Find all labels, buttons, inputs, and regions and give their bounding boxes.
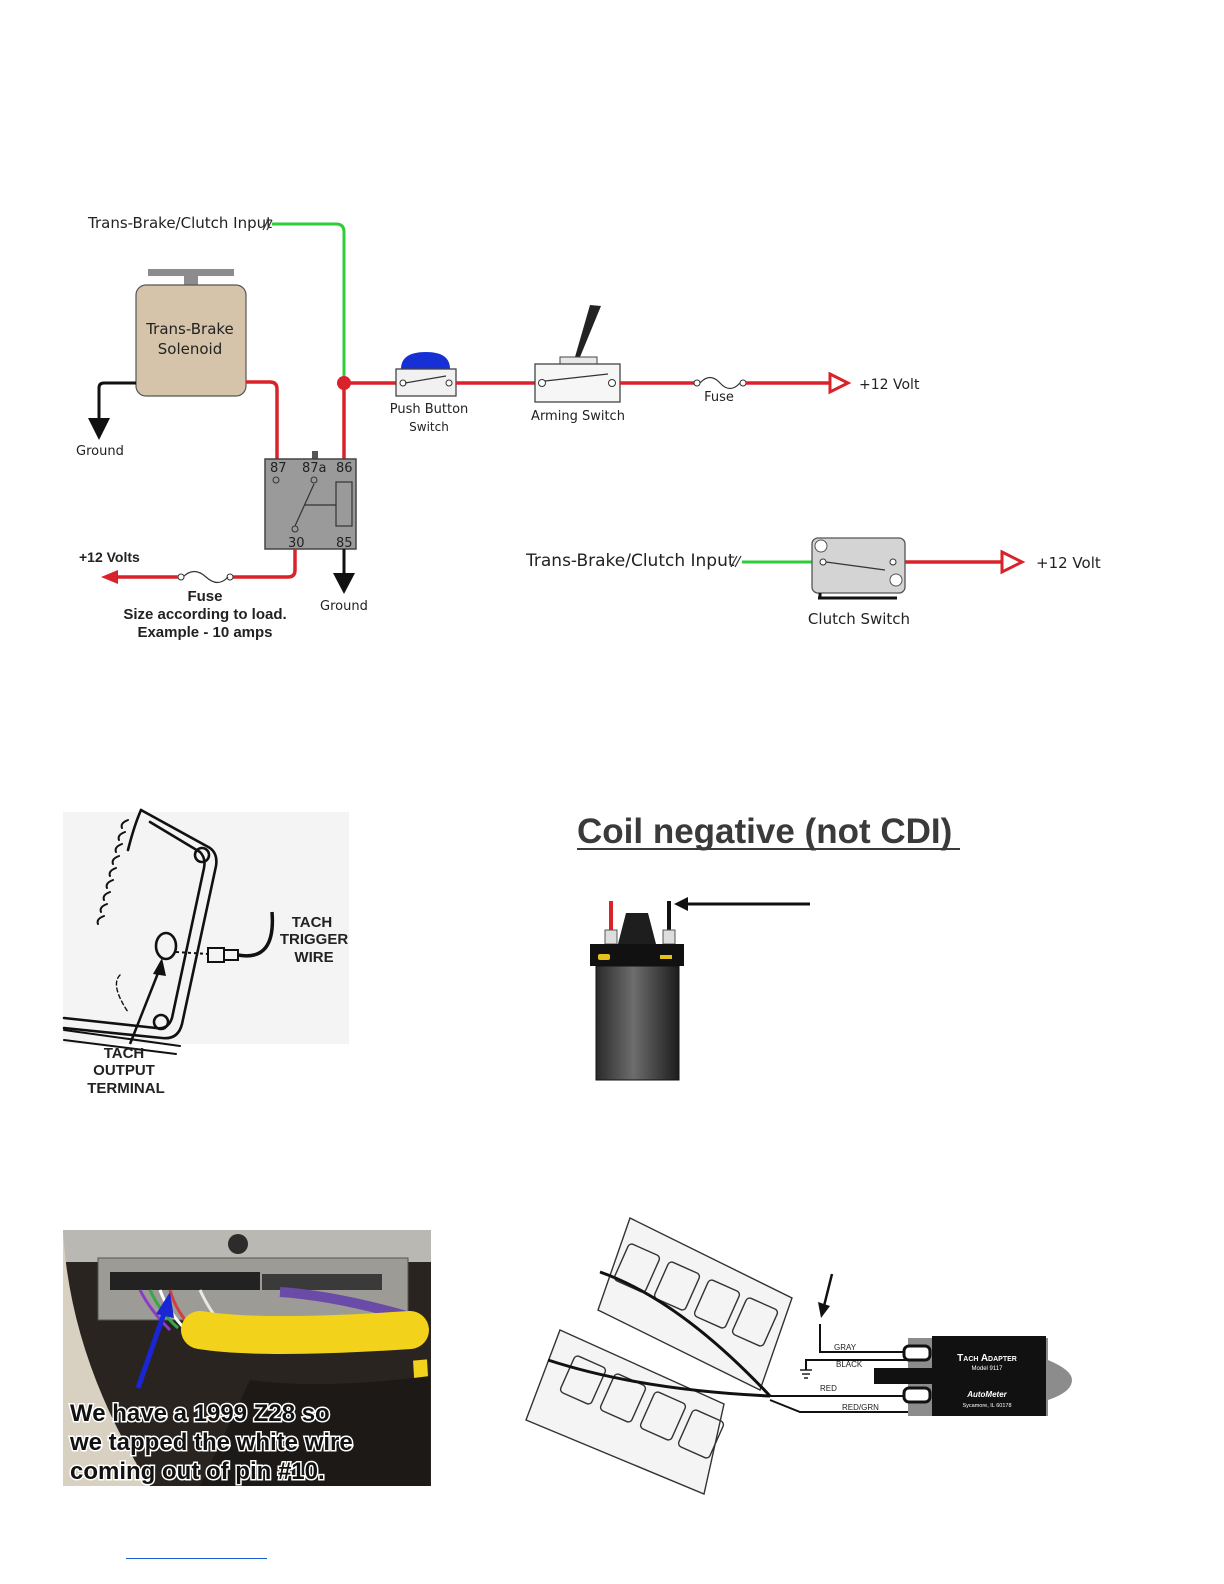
clutch-volt-label: +12 Volt [1036, 554, 1101, 572]
relay-30-wire [232, 549, 297, 579]
volts-left-label: +12 Volts [79, 549, 140, 565]
relay-pin-87a: 87a [302, 461, 327, 476]
tach-adapter-box: Tach Adapter Model 9117 AutoMeter Sycamo… [874, 1336, 1072, 1416]
wire-label-redgrn: RED/GRN [842, 1403, 879, 1412]
coil-title: Coil negative (not CDI) [577, 812, 952, 851]
tach-wire-black [805, 1359, 920, 1370]
wire-label-black: BLACK [836, 1360, 863, 1369]
ecm-tach-sketch: TACH TRIGGER WIRE TACH OUTPUT TERMINAL [62, 808, 349, 1097]
ground-symbol-icon [800, 1369, 812, 1379]
relay-pin-85: 85 [336, 536, 353, 551]
fuse-top-label: Fuse [704, 390, 734, 405]
push-button-label-line2: Switch [409, 420, 449, 434]
wire-label-gray: GRAY [834, 1343, 857, 1352]
engine-coil-packs [525, 1217, 793, 1495]
relay-ground-arrow-icon [333, 573, 355, 594]
wire-label-red: RED [820, 1384, 837, 1393]
terminal-label-line3: TERMINAL [87, 1080, 165, 1097]
terminal-label-line1: TACH [104, 1045, 145, 1062]
photo-caption-line2: we tapped the white wire [69, 1429, 353, 1456]
relay-ground-label: Ground [320, 599, 368, 614]
footer-link-underline[interactable] [126, 1558, 267, 1559]
volt-top-label: +12 Volt [859, 377, 920, 393]
relay-pin-86: 86 [336, 461, 353, 476]
fuse-bottom-icon [177, 570, 234, 584]
adapter-address: Sycamore, IL 60178 [962, 1403, 1011, 1409]
solenoid-label-line2: Solenoid [158, 340, 222, 358]
ignition-coil [590, 901, 684, 1081]
arming-switch: Arming Switch [531, 305, 625, 424]
relay-pin-30: 30 [288, 536, 305, 551]
clutch-power-arrow-icon [1000, 549, 1026, 575]
ground-left-label: Ground [76, 444, 124, 459]
tach-trigger-connector [175, 911, 275, 963]
relay: 87 87a 86 30 85 [264, 451, 357, 551]
solenoid-label-line1: Trans-Brake [145, 320, 234, 338]
tach-wire-redgrn [769, 1399, 910, 1413]
clutch-break-mark [730, 555, 742, 568]
push-button-switch: Push Button Switch [390, 352, 469, 434]
arming-switch-label: Arming Switch [531, 409, 625, 424]
photo-arrow [135, 1307, 169, 1389]
solenoid-to-relay-wire [246, 380, 279, 460]
fuse-bottom-label: Fuse [187, 588, 222, 605]
terminal-label-line2: OUTPUT [93, 1062, 155, 1079]
yellow-wire-loom [181, 1311, 429, 1354]
tach-adapter-diagram: GRAY BLACK RED RED/GRN Tach Adapter Mode… [525, 1217, 1072, 1495]
fuse-top-icon [693, 376, 747, 390]
solenoid-ground-wire [97, 381, 136, 420]
ecm-wiring-photo: We have a 1999 Z28 so we tapped the whit… [63, 1230, 431, 1486]
photo-caption-line3: coming out of pin #10. [70, 1458, 325, 1485]
ground-arrow-icon [88, 418, 110, 440]
terminal-pointer-arrowhead-icon [153, 958, 166, 976]
push-button-label-line1: Push Button [390, 402, 469, 417]
photo-arrowhead-icon [156, 1292, 174, 1318]
power-arrow-left-icon [101, 570, 118, 584]
trigger-wire [272, 222, 346, 383]
coil-negative-diagram: Coil negative (not CDI) [577, 812, 960, 1081]
fuse-size-text: Size according to load. [123, 606, 286, 623]
adapter-maker: AutoMeter [966, 1390, 1007, 1399]
tach-pointer [822, 1273, 834, 1307]
tach-wire-gray [819, 1324, 920, 1353]
fuse-example-text: Example - 10 amps [137, 624, 272, 641]
transbrake-solenoid: Trans-Brake Solenoid [135, 269, 247, 397]
coil-pointer-arrowhead-icon [674, 897, 688, 911]
photo-caption-line1: We have a 1999 Z28 so [70, 1400, 330, 1427]
power-arrow-right-icon [828, 371, 852, 395]
clutch-switch: Clutch Switch [808, 537, 910, 628]
adapter-model: Model 9117 [972, 1366, 1004, 1372]
terminal-pointer-arrow [128, 967, 162, 1045]
trigger-wire-label-line3: WIRE [294, 949, 333, 966]
transbrake-relay-diagram: Trans-Brake/Clutch Input Trans-Brake Sol… [76, 214, 920, 641]
trigger-wire-label-line1: TACH [292, 914, 333, 931]
clutch-switch-label: Clutch Switch [808, 610, 910, 628]
wire-break-mark [262, 219, 273, 231]
adapter-title: Tach Adapter [957, 1353, 1017, 1364]
clutch-input-label: Trans-Brake/Clutch Input [525, 551, 735, 571]
trigger-input-label: Trans-Brake/Clutch Input [87, 214, 272, 232]
relay-pin-87: 87 [270, 461, 287, 476]
trigger-wire-label-line2: TRIGGER [280, 931, 349, 948]
clutch-switch-diagram: Trans-Brake/Clutch Input Clutch Switch +… [525, 537, 1101, 628]
tach-pointer-arrowhead-icon [818, 1302, 830, 1318]
